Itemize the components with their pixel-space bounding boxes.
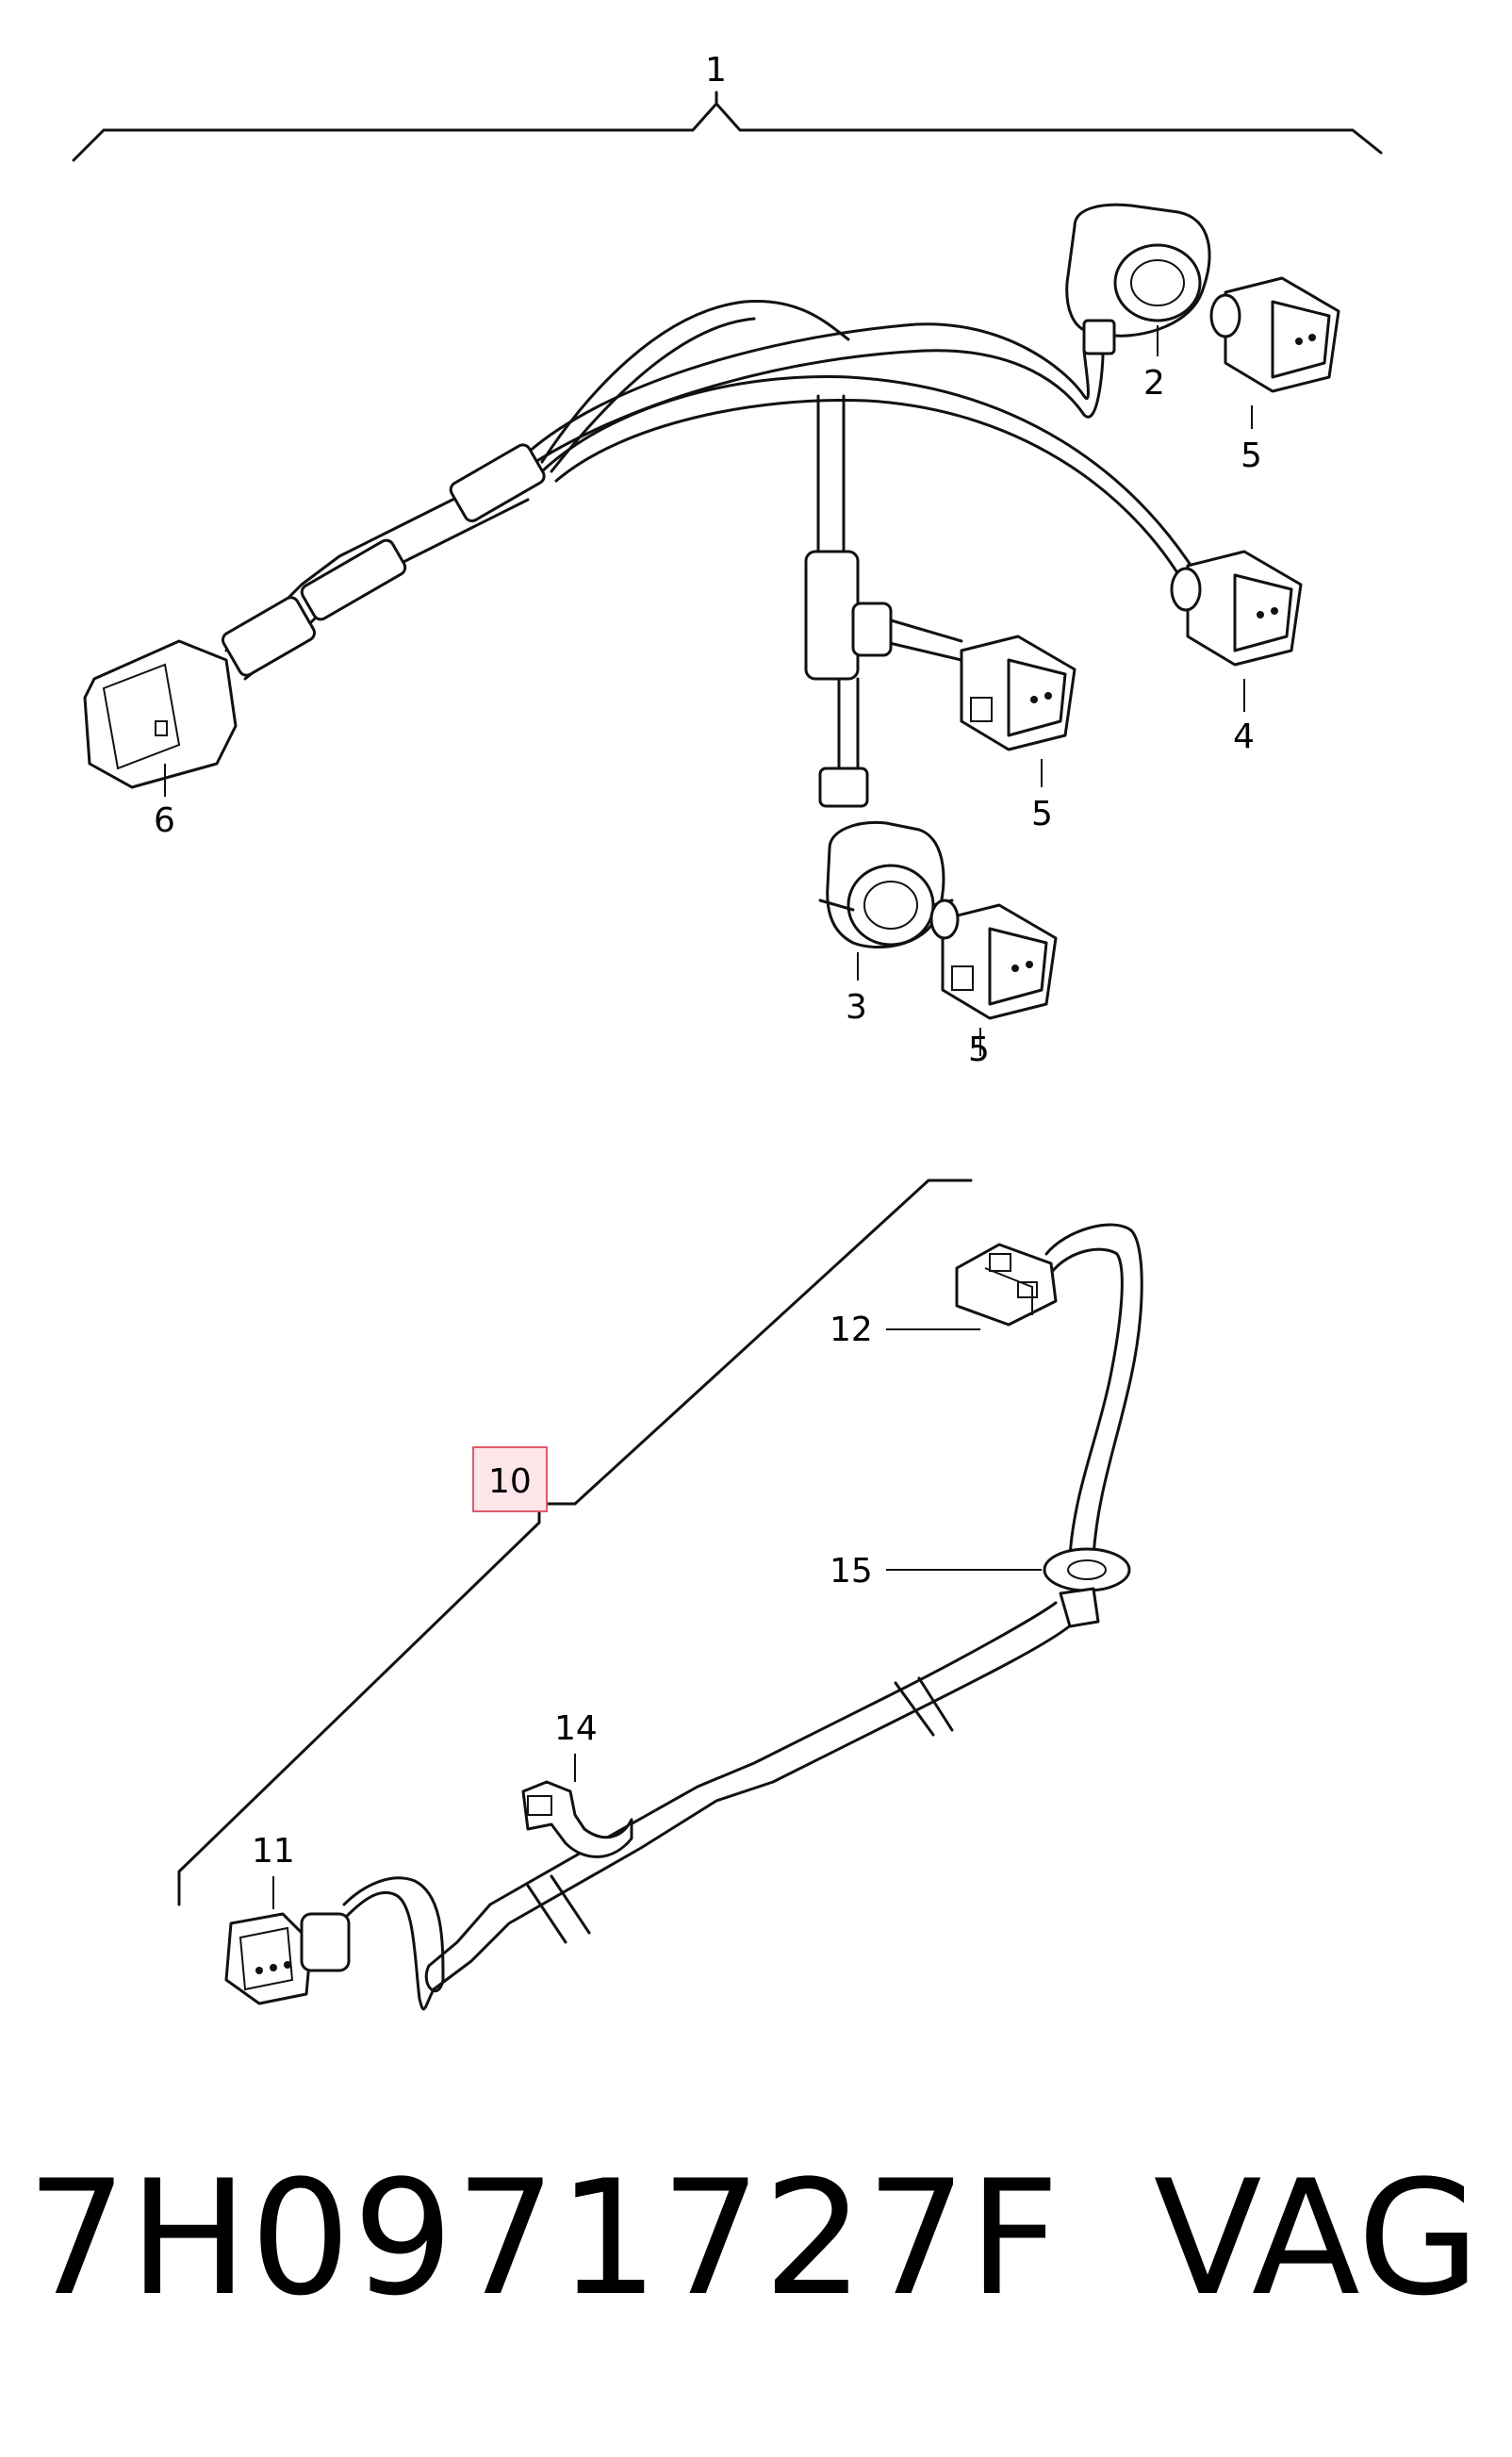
callout-5-middle: 5 bbox=[1031, 795, 1053, 833]
connector-5-bottom bbox=[929, 899, 1058, 1020]
callout-15: 15 bbox=[830, 1552, 873, 1591]
callout-5-top: 5 bbox=[1241, 437, 1262, 475]
callout-3: 3 bbox=[846, 988, 867, 1027]
assembly-bracket-10 bbox=[177, 1179, 973, 1906]
callout-10-highlight bbox=[472, 1446, 548, 1512]
wiring-harness-diagram: 1 2 5 4 5 6 3 5 bbox=[72, 51, 1383, 2011]
brand-label: VAG bbox=[1153, 2146, 1480, 2331]
callout-2: 2 bbox=[1143, 364, 1165, 403]
lower-harness-assembly bbox=[177, 1179, 1143, 2011]
connector-4 bbox=[1170, 550, 1303, 667]
connector-12 bbox=[955, 1243, 1058, 1327]
connector-5-middle bbox=[960, 635, 1076, 751]
lower-cables bbox=[337, 1223, 1143, 2011]
callout-6: 6 bbox=[154, 801, 175, 840]
callout-14: 14 bbox=[554, 1709, 598, 1748]
t-junction bbox=[804, 550, 860, 681]
callout-4: 4 bbox=[1233, 717, 1255, 756]
clip-14 bbox=[521, 1780, 633, 1858]
callout-10: 10 bbox=[488, 1462, 532, 1501]
callout-1: 1 bbox=[705, 51, 727, 90]
callout-12: 12 bbox=[830, 1311, 873, 1349]
assembly-bracket bbox=[72, 102, 1383, 162]
grommet-15 bbox=[1043, 1547, 1131, 1628]
upper-harness-assembly bbox=[72, 91, 1383, 1056]
connector-11 bbox=[224, 1912, 351, 2005]
part-number: 7H0971727F bbox=[26, 2146, 1062, 2331]
harness-cables bbox=[526, 299, 1199, 775]
leader-lines-upper bbox=[164, 325, 1253, 1056]
callout-11: 11 bbox=[252, 1832, 295, 1871]
leader-lines-lower bbox=[272, 1328, 1042, 1909]
callout-5-bottom: 5 bbox=[968, 1031, 990, 1069]
connector-5-top bbox=[1209, 276, 1340, 393]
connector-6 bbox=[83, 443, 546, 789]
elbow-grommet-2 bbox=[1065, 203, 1211, 355]
